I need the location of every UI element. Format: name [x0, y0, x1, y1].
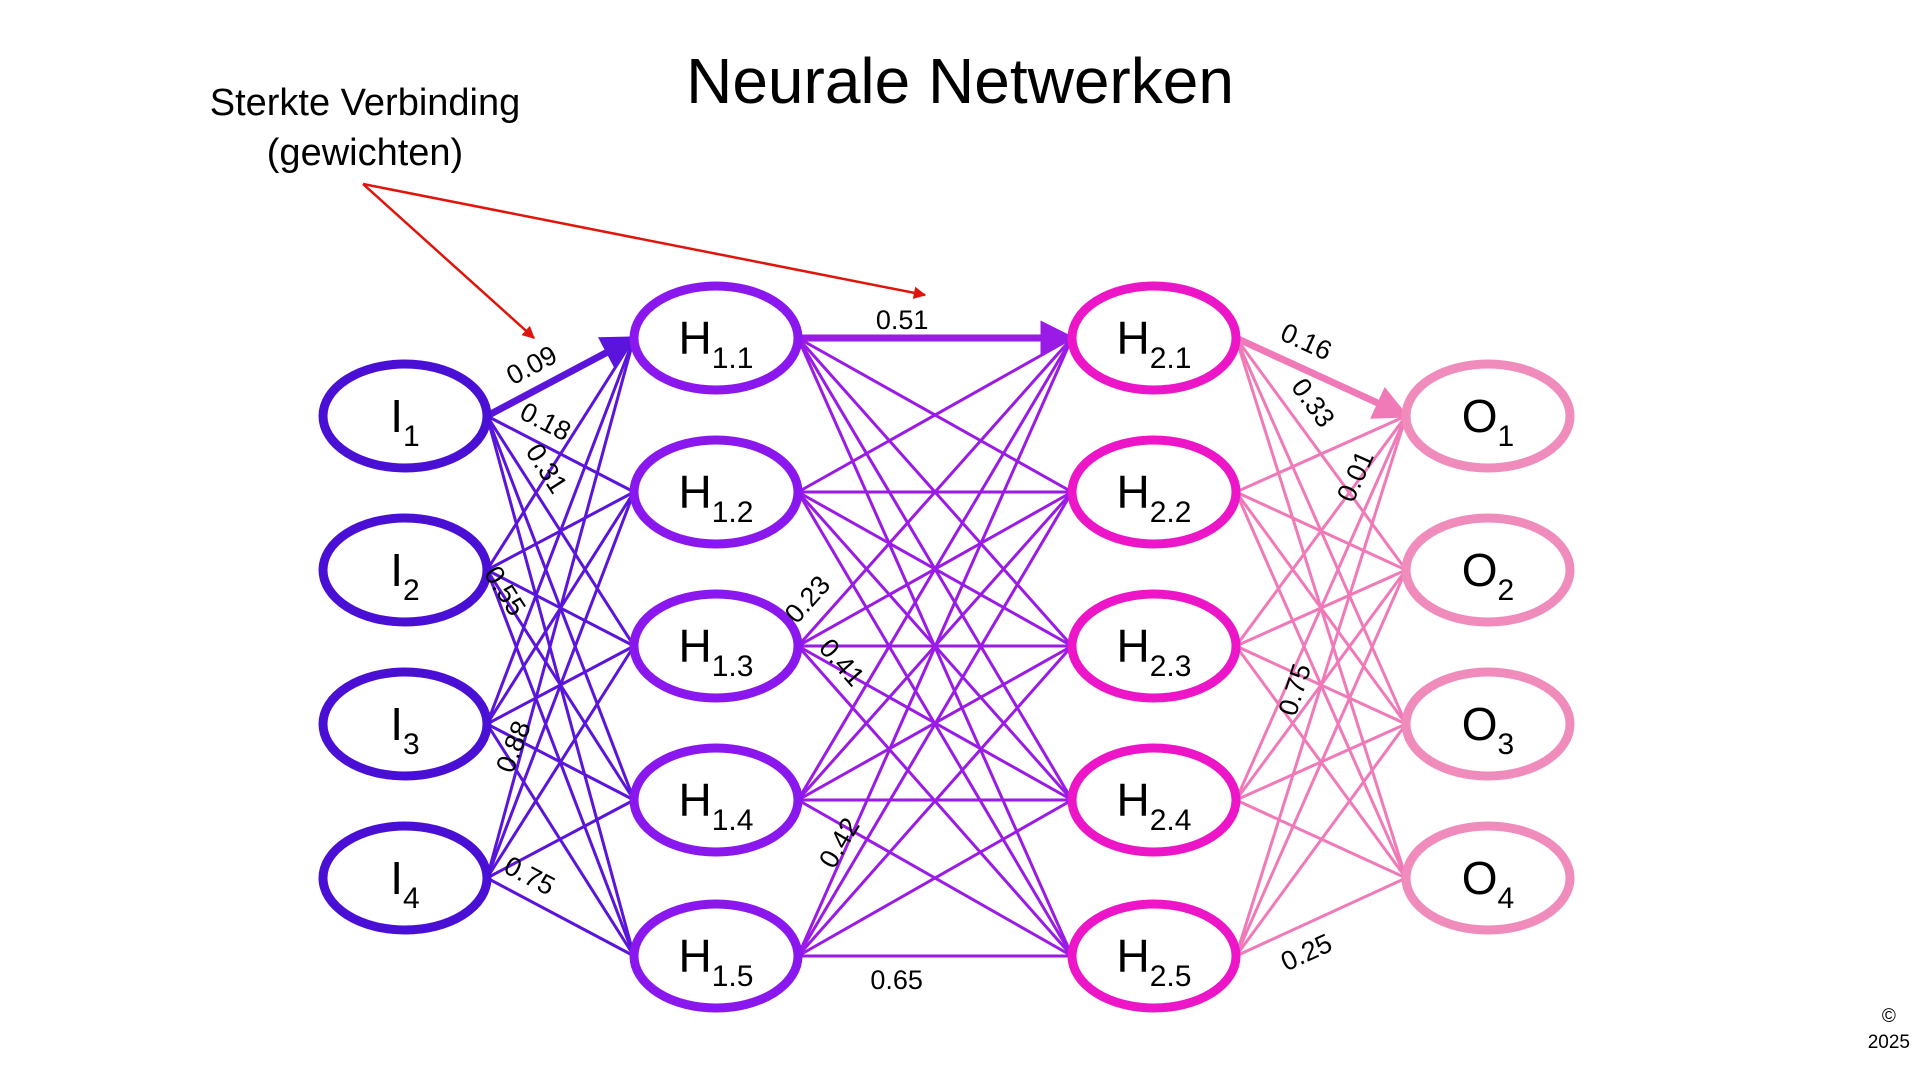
node-h-2-1: H2.1: [1067, 281, 1241, 395]
node-o-1: O1: [1401, 359, 1575, 473]
edge-input-2-to-1: [485, 336, 636, 572]
node-outline: [318, 513, 492, 627]
weight-label: 0.65: [870, 965, 923, 995]
weight-label: 0.75: [1273, 660, 1317, 719]
node-outline: [318, 821, 492, 935]
node-h-1-5: H1.5: [629, 899, 803, 1013]
node-label: H1.4: [679, 774, 754, 837]
node-label: O4: [1462, 852, 1514, 915]
node-label: O1: [1462, 390, 1514, 453]
node-outline: [629, 743, 803, 857]
annotation-arrow-1: [362, 183, 535, 339]
edge-hidden2-2-to-1: [1234, 414, 1408, 494]
edge-hidden2-5-to-3: [1234, 722, 1408, 958]
node-label: I2: [390, 544, 419, 607]
node-h-2-3: H2.3: [1067, 589, 1241, 703]
node-outline: [1401, 359, 1575, 473]
node-h-1-2: H1.2: [629, 435, 803, 549]
node-i-1: I1: [318, 359, 492, 473]
edge-hidden1-4-to-1: [796, 336, 1074, 802]
node-label: H2.3: [1117, 620, 1192, 683]
node-label: H1.2: [679, 466, 754, 529]
copyright-notice: © 2025: [1868, 1004, 1910, 1056]
connection-edges: [483, 320, 1410, 958]
annotation-arrows: [362, 182, 927, 339]
node-outline: [1067, 743, 1241, 857]
node-label: O2: [1462, 544, 1514, 607]
page-title: Neurale Netwerken: [686, 45, 1234, 117]
edge-input-4-to-1: [485, 336, 636, 880]
node-i-3: I3: [318, 667, 492, 781]
edge-hidden2-5-to-4: [1234, 876, 1408, 958]
weight-label: 0.01: [1331, 446, 1380, 506]
node-outline: [629, 281, 803, 395]
annotation-line-1: Sterkte Verbinding: [209, 82, 521, 124]
edge-input-1-to-1: [483, 334, 638, 420]
node-outline: [318, 359, 492, 473]
node-label: H1.3: [679, 620, 754, 683]
node-label: H2.5: [1117, 930, 1192, 993]
edge-input-4-to-4: [485, 798, 636, 880]
node-h-2-5: H2.5: [1067, 899, 1241, 1013]
edge-input-4-to-3: [485, 644, 636, 880]
node-outline: [1401, 513, 1575, 627]
node-outline: [1067, 899, 1241, 1013]
node-label: I3: [390, 698, 419, 761]
node-label: I4: [390, 852, 419, 915]
node-label: H2.4: [1117, 774, 1192, 837]
node-o-4: O4: [1401, 821, 1575, 935]
node-outline: [629, 589, 803, 703]
node-label: H1.1: [679, 312, 754, 375]
node-i-4: I4: [318, 821, 492, 935]
node-i-2: I2: [318, 513, 492, 627]
node-label: O3: [1462, 698, 1514, 761]
node-outline: [1401, 821, 1575, 935]
edge-hidden2-4-to-1: [1234, 414, 1408, 802]
node-outline: [318, 667, 492, 781]
edge-hidden1-5-to-4: [796, 798, 1074, 958]
edge-input-3-to-1: [485, 336, 636, 726]
node-outline: [629, 435, 803, 549]
node-outline: [629, 899, 803, 1013]
node-label: H2.2: [1117, 466, 1192, 529]
node-h-2-2: H2.2: [1067, 435, 1241, 549]
node-h-1-1: H1.1: [629, 281, 803, 395]
edge-hidden2-1-to-1: [1232, 334, 1410, 420]
node-h-2-4: H2.4: [1067, 743, 1241, 857]
node-h-1-4: H1.4: [629, 743, 803, 857]
edge-hidden1-5-to-1: [796, 336, 1074, 958]
edge-input-4-to-5: [485, 876, 636, 958]
node-label: H1.5: [679, 930, 754, 993]
edge-hidden2-3-to-1: [1234, 414, 1408, 648]
edge-hidden1-3-to-1: [796, 336, 1074, 648]
edge-hidden1-5-to-3: [796, 644, 1074, 958]
weight-label: 0.51: [876, 305, 929, 335]
node-outline: [1401, 667, 1575, 781]
node-o-3: O3: [1401, 667, 1575, 781]
edge-hidden2-5-to-1: [1234, 414, 1408, 958]
edge-hidden1-5-to-2: [796, 490, 1074, 958]
node-outline: [1067, 435, 1241, 549]
node-h-1-3: H1.3: [629, 589, 803, 703]
node-o-2: O2: [1401, 513, 1575, 627]
annotation-line-2: (gewichten): [266, 132, 464, 174]
node-label: H2.1: [1117, 312, 1192, 375]
annotation-arrow-2: [362, 182, 927, 299]
edge-hidden2-5-to-2: [1234, 568, 1408, 958]
edge-hidden1-2-to-1: [796, 336, 1074, 494]
node-outline: [1067, 589, 1241, 703]
node-label: I1: [390, 390, 419, 453]
copyright-symbol: ©: [1881, 1006, 1896, 1027]
weight-label: 0.25: [1276, 928, 1336, 977]
node-outline: [1067, 281, 1241, 395]
weight-label: 0.75: [499, 850, 559, 901]
edge-input-4-to-2: [485, 490, 636, 880]
copyright-year: 2025: [1867, 1032, 1910, 1053]
annotation-label: Sterkte Verbinding (gewichten): [185, 78, 545, 178]
